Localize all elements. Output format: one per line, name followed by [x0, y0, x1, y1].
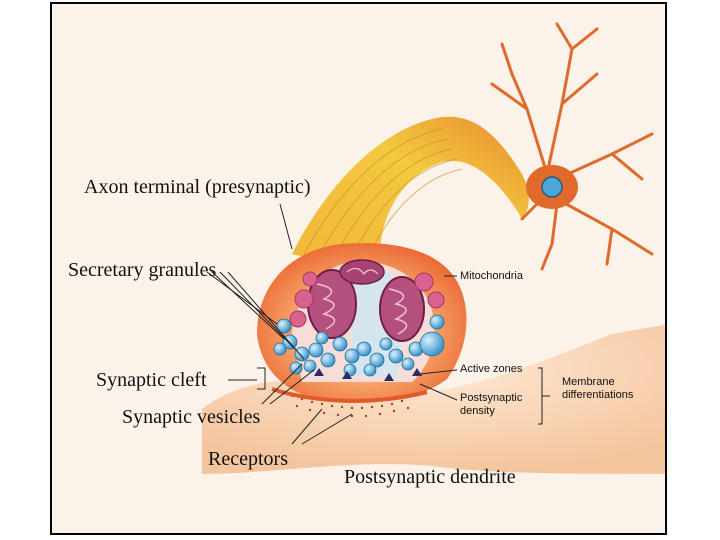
synapse-illustration — [202, 22, 665, 474]
label-postsynaptic-density: Postsynaptic density — [460, 392, 522, 418]
mitochondria-shapes — [307, 259, 425, 342]
label-membrane-line1: Membrane — [562, 376, 615, 388]
neuron-cell — [490, 22, 654, 271]
label-postsynaptic-density-line1: Postsynaptic — [460, 392, 523, 404]
axon-shape — [292, 116, 529, 274]
receptor-dots — [290, 394, 410, 418]
label-synaptic-vesicles: Synaptic vesicles — [122, 406, 261, 428]
leader-lines — [206, 203, 550, 445]
label-secretary-granules: Secretary granules — [68, 259, 217, 281]
label-membrane-differentiations: Membrane differentiations — [562, 376, 633, 402]
postsynaptic-membrane — [271, 387, 428, 403]
label-receptors: Receptors — [208, 448, 288, 470]
label-axon-terminal: Axon terminal (presynaptic) — [84, 176, 311, 198]
label-postsynaptic-dendrite: Postsynaptic dendrite — [344, 466, 516, 488]
label-synaptic-cleft: Synaptic cleft — [96, 369, 207, 391]
label-mitochondria: Mitochondria — [460, 270, 523, 282]
postsynaptic-dendrite-shape — [202, 324, 665, 474]
label-membrane-line2: differentiations — [562, 389, 634, 401]
active-zone-marks — [314, 368, 422, 381]
label-postsynaptic-density-line2: density — [460, 405, 495, 417]
nucleus — [541, 176, 563, 198]
diagram-frame: Axon terminal (presynaptic) Secretary gr… — [50, 2, 667, 535]
secretory-granules — [289, 271, 445, 328]
label-active-zones: Active zones — [460, 363, 523, 375]
